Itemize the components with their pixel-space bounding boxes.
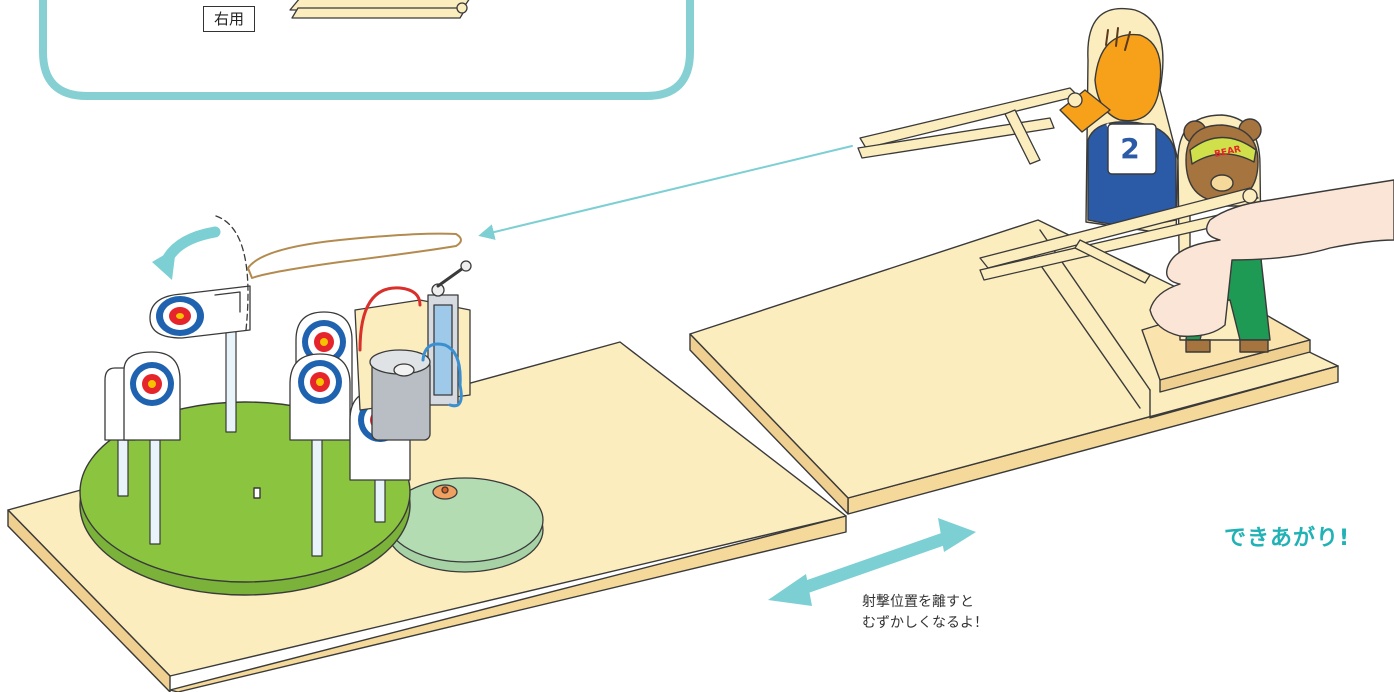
rubber-band [248, 234, 461, 278]
tiger-figure: 2 [1060, 9, 1178, 235]
target-front-left [105, 352, 180, 440]
finished-caption: できあがり! [1224, 520, 1350, 552]
tiger-bib-number: 2 [1120, 132, 1139, 165]
distance-note-line2: むずかしくなるよ！ [862, 613, 988, 634]
curved-arrow-head [152, 248, 176, 280]
inset-slingshot [290, 0, 470, 18]
tiger-slingshot [858, 88, 1082, 164]
right-hand-label: 右用 [203, 6, 255, 32]
target-middle [290, 354, 350, 440]
distance-note-line1: 射撃位置を離すと [862, 592, 988, 613]
distance-note: 射撃位置を離すと むずかしくなるよ！ [862, 592, 988, 634]
straight-arrow-icon [486, 146, 852, 234]
